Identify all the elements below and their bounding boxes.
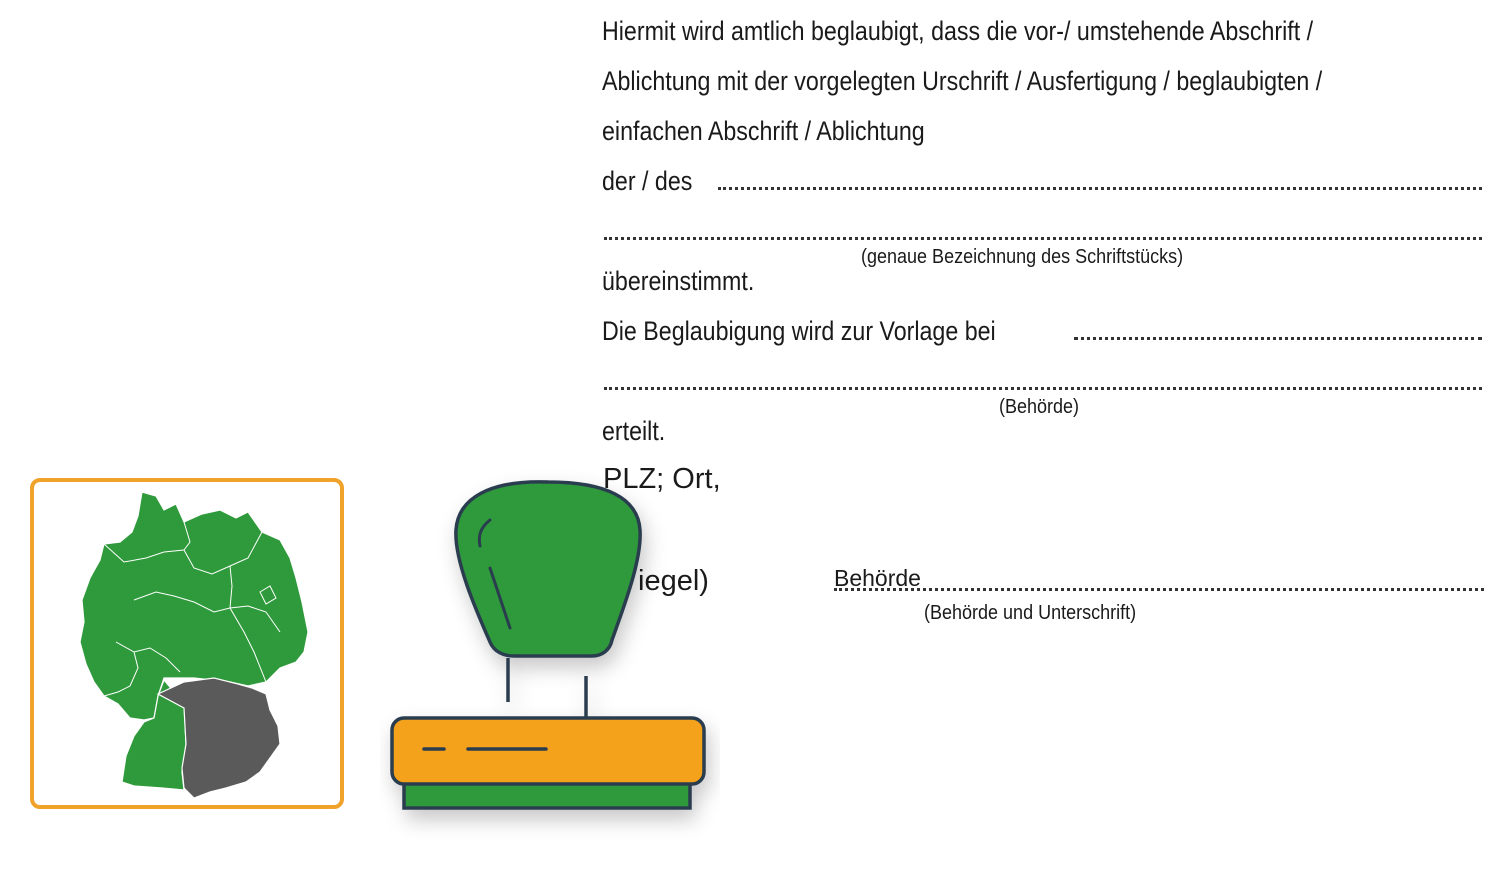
authority-signature-line[interactable] <box>834 588 1484 591</box>
document-name-caption: (genaue Bezeichnung des Schriftstücks) <box>861 246 1184 268</box>
authority-field-line-1[interactable] <box>1074 337 1482 340</box>
document-name-field-line-1[interactable] <box>718 187 1482 190</box>
erteilt-text: erteilt. <box>602 416 666 446</box>
stamp-pad-icon <box>390 716 706 786</box>
germany-map-icon <box>79 491 309 799</box>
authority-field-line-2[interactable] <box>604 387 1482 390</box>
map-germany-southwest <box>121 678 187 791</box>
stamp-handle-icon <box>454 480 642 658</box>
text-line-1: Hiermit wird amtlich beglaubigt, dass di… <box>602 16 1314 46</box>
seal-label: iegel) <box>638 565 709 597</box>
document-name-field-line-2[interactable] <box>604 237 1482 240</box>
authority-signature-value[interactable]: Behörde <box>834 565 921 591</box>
der-des-label: der / des <box>602 166 693 196</box>
signature-caption: (Behörde und Unterschrift) <box>924 602 1137 624</box>
map-state-borders <box>103 521 281 697</box>
text-line-2: Ablichtung mit der vorgelegten Urschrift… <box>602 66 1323 96</box>
place-label: PLZ; Ort, <box>603 463 721 495</box>
germany-map-card <box>30 478 344 809</box>
vorlage-text: Die Beglaubigung wird zur Vorlage bei <box>602 316 996 346</box>
map-bavaria-highlight <box>156 677 281 799</box>
uebereinstimmt-text: übereinstimmt. <box>602 266 755 296</box>
rubber-stamp-icon <box>390 480 706 810</box>
authority-caption: (Behörde) <box>999 396 1080 418</box>
text-line-3: einfachen Abschrift / Ablichtung <box>602 116 925 146</box>
certification-text: Hiermit wird amtlich beglaubigt, dass di… <box>602 6 1359 156</box>
rubber-stamp <box>380 470 720 840</box>
